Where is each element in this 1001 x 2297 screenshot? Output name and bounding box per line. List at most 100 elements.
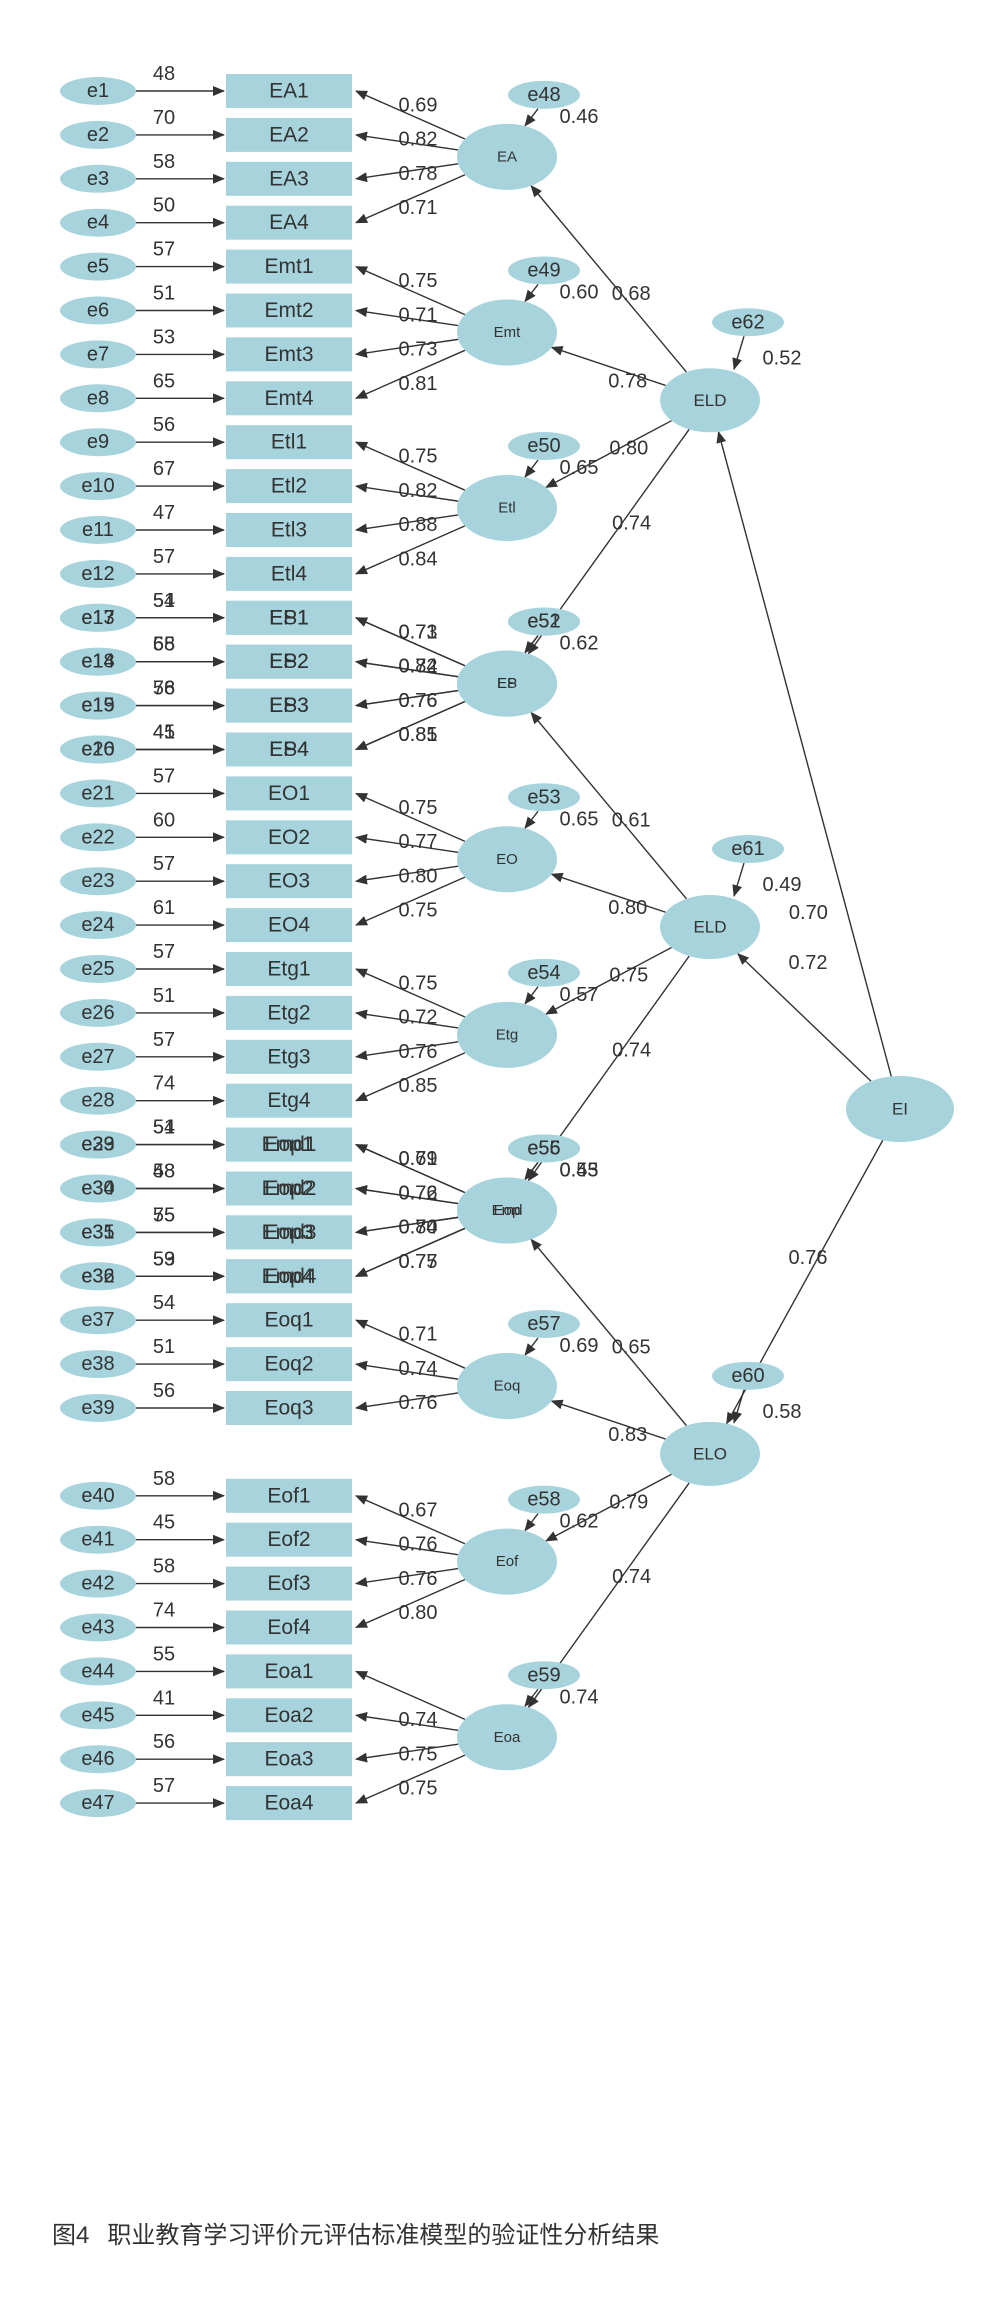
error-label-e9: e9 [87,431,109,453]
latent-label-EO: EO [496,851,518,868]
error-ellipse-e1 [60,77,136,105]
loading-value-Eof2: 0.76 [399,1534,438,1556]
loading-arrow-EP1 [355,617,466,667]
indicator-label-Eof2: Eof2 [267,1528,310,1551]
indicator-label-Etl2: Etl2 [271,475,307,498]
error-ellipse-e38 [60,1350,136,1379]
error-value-e4: 50 [153,195,175,217]
latent-ellipse-Etg [457,1001,557,1068]
error-value-e30: 58 [153,1161,175,1183]
error-ellipse-e33 [60,1130,136,1159]
ei-loading-0: 0.72 [789,952,828,974]
latent-label-Emd: Emd [492,1202,523,1219]
loading-value-Eoa4: 0.75 [399,1778,438,1800]
latent-ellipse-EA [457,123,557,190]
indicator-label-Etg1: Etg1 [267,958,310,981]
error-value-e5: 57 [153,239,175,261]
latent-label-EP: EP [497,675,517,692]
error-value-e25: 57 [153,941,175,963]
loading-value-Emd4: 0.75 [399,1251,438,1273]
error-label-e19: e19 [81,695,114,717]
loading-value-EP2: 0.74 [399,656,438,678]
error-label-e17: e17 [81,607,114,629]
latent-ellipse-EO [457,826,557,893]
loading-value-Emt3: 0.73 [399,339,438,361]
loading-arrow-Eoq1 [355,1319,466,1369]
loading-arrow-Eoa4 [355,1754,466,1804]
indicator-label-EA1: EA1 [269,80,309,103]
latent-label-Eop: Eop [494,1202,521,1219]
error-label-e27: e27 [81,1046,114,1068]
loading-value-Eop2: 0.72 [399,1182,438,1204]
error-ellipse-e37 [60,1306,136,1335]
indicator-label-Etg2: Etg2 [267,1001,310,1024]
residual-arrow-e48 [524,108,539,127]
error-ellipse-e23 [60,867,136,896]
indicator-label-Eoa1: Eoa1 [264,1660,313,1683]
second-order-loading-2-2: 0.79 [609,1491,648,1513]
second-order-label-1: ELD [693,918,726,937]
residual-ellipse-e50 [508,432,580,461]
error-ellipse-e9 [60,428,136,457]
second-order-label-0: ELD [693,391,726,410]
error-value-e33: 54 [153,1117,175,1139]
error-ellipse-e43 [60,1613,136,1642]
indicator-box-EO2 [226,820,352,855]
indicator-box-Eof3 [226,1566,352,1601]
loading-value-Eoq2: 0.74 [399,1358,438,1380]
second-order-loading-1-2: 0.75 [609,964,648,986]
residual-label-e54: e54 [527,962,560,984]
loading-arrow-Etl3 [355,514,459,534]
loading-value-Eop4: 0.77 [399,1251,438,1273]
loading-arrow-Etl1 [355,441,466,491]
loading-value-ES2: 0.82 [399,656,438,678]
error-value-e35: 55 [153,1204,175,1226]
loading-value-Etg1: 0.75 [399,972,438,994]
error-ellipse-e42 [60,1569,136,1598]
indicator-box-Eof1 [226,1478,352,1513]
loading-arrow-Etg1 [355,968,466,1018]
ei-arrow-1 [737,952,872,1082]
error-ellipse-e35 [60,1218,136,1247]
error-ellipse-e20 [60,735,136,764]
second-order-loading-2-3: 0.74 [612,1566,651,1588]
indicator-label-EP4: EP4 [269,738,309,761]
error-label-e23: e23 [81,870,114,892]
loading-value-EO2: 0.77 [399,831,438,853]
loading-arrow-EA2 [355,131,459,151]
error-value-e21: 57 [153,765,175,787]
loading-value-EA2: 0.82 [399,129,438,151]
indicator-box-Eoq3 [226,1391,352,1425]
indicator-label-Eoa2: Eoa2 [264,1704,313,1727]
error-label-e2: e2 [87,124,109,146]
latent-label-Eoq: Eoq [494,1378,521,1395]
error-label-e33: e33 [81,1134,114,1156]
indicator-box-Etl2 [226,469,352,504]
residual-arrow-e57 [524,1337,539,1356]
error-ellipse-e45 [60,1701,136,1730]
second-residual-ellipse-e61 [712,835,784,864]
error-label-e3: e3 [87,168,109,190]
loading-value-Etl2: 0.82 [399,480,438,502]
residual-arrow-e54 [524,986,539,1005]
error-value-e46: 56 [153,1731,175,1753]
indicator-box-Etg4 [226,1083,352,1118]
ei-loading-1: 0.70 [789,902,828,924]
loading-value-Emt2: 0.71 [399,304,438,326]
error-value-e6: 51 [153,283,175,305]
error-ellipse-e7 [60,340,136,369]
error-ellipse-e3 [60,164,136,193]
loading-value-Emt1: 0.75 [399,270,438,292]
latent-label-Eof: Eof [496,1553,519,1570]
loading-arrow-Eop3 [355,1216,459,1236]
error-label-e38: e38 [81,1353,114,1375]
loading-arrow-Emt1 [355,265,466,316]
error-label-e45: e45 [81,1704,114,1726]
loading-arrow-EO4 [355,876,466,926]
residual-label-e55: e55 [527,1137,560,1159]
second-residual-arrow-e62 [732,336,745,371]
error-ellipse-e41 [60,1525,136,1554]
error-ellipse-e44 [60,1657,136,1686]
error-value-e37: 54 [153,1292,175,1314]
indicator-label-Eoq2: Eoq2 [264,1353,313,1376]
